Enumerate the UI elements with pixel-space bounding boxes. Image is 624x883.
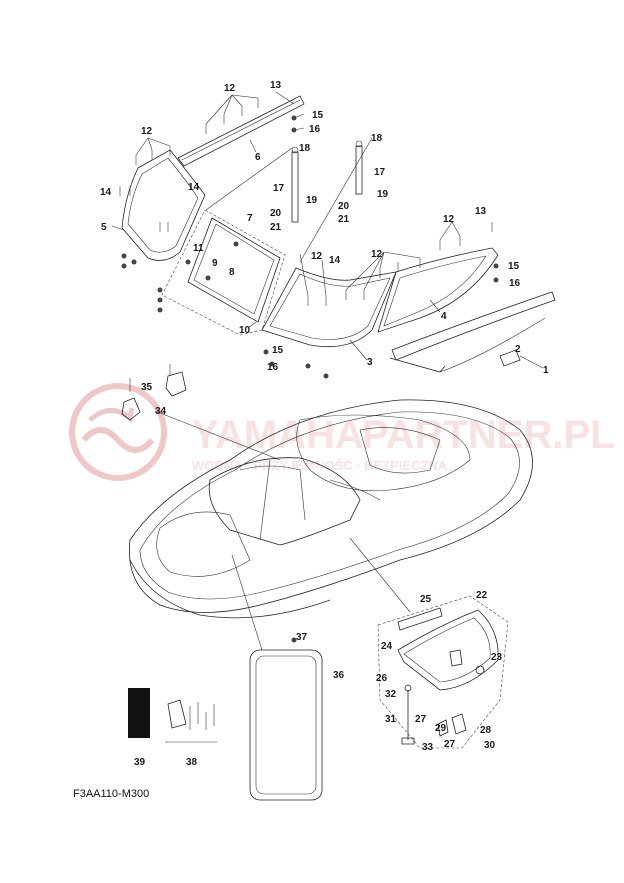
label-p20b: 20 xyxy=(338,201,350,212)
label-p4: 4 xyxy=(441,311,447,322)
label-p38: 38 xyxy=(186,757,198,768)
label-p12b: 12 xyxy=(141,126,153,137)
label-p12c: 12 xyxy=(311,251,323,262)
label-p25: 25 xyxy=(420,594,432,605)
fasteners xyxy=(119,98,499,643)
label-p13a: 13 xyxy=(270,80,282,91)
label-p39: 39 xyxy=(134,757,146,768)
part-31-32-stay xyxy=(401,684,467,745)
watermark-domain: PARTNER.PL xyxy=(362,413,615,457)
boat-hull xyxy=(128,399,533,619)
label-p10: 10 xyxy=(239,325,251,336)
label-p24: 24 xyxy=(381,641,393,652)
label-p5: 5 xyxy=(101,222,107,233)
label-p18b: 18 xyxy=(371,133,383,144)
label-p14c: 14 xyxy=(329,255,341,266)
part-3-front-glass xyxy=(261,267,397,348)
label-p20a: 20 xyxy=(270,208,282,219)
label-p2: 2 xyxy=(515,344,521,355)
label-p15b: 15 xyxy=(508,261,520,272)
label-p11: 11 xyxy=(193,243,204,254)
label-p36: 36 xyxy=(333,670,345,681)
label-p18a: 18 xyxy=(299,143,311,154)
label-p9: 9 xyxy=(212,258,218,269)
label-p6: 6 xyxy=(255,152,261,163)
label-p8: 8 xyxy=(229,267,235,278)
diagram-code: F3AA110-M300 xyxy=(73,788,150,800)
part-5-side-glass xyxy=(121,149,206,261)
label-p21a: 21 xyxy=(270,222,282,233)
label-p16b: 16 xyxy=(509,278,521,289)
label-p34: 34 xyxy=(155,406,167,417)
watermark-logo-icon xyxy=(69,383,167,481)
label-p12a: 12 xyxy=(224,83,236,94)
part-38-toolkit xyxy=(165,699,217,743)
part-4-side-glass xyxy=(377,247,499,333)
label-p33: 33 xyxy=(422,742,434,753)
label-p14a: 14 xyxy=(100,187,112,198)
label-p32: 32 xyxy=(385,689,397,700)
label-p12e: 12 xyxy=(443,214,455,225)
label-p27a: 27 xyxy=(415,714,427,725)
label-p17a: 17 xyxy=(273,183,285,194)
label-p31: 31 xyxy=(385,714,397,725)
label-p21b: 21 xyxy=(338,214,350,225)
label-p19b: 19 xyxy=(377,189,389,200)
label-p3: 3 xyxy=(367,357,373,368)
label-p30: 30 xyxy=(484,740,496,751)
label-p23: 23 xyxy=(491,652,503,663)
label-p15c: 15 xyxy=(272,345,284,356)
support-posts xyxy=(291,140,363,223)
label-p22: 22 xyxy=(476,590,488,601)
part-36-seal xyxy=(231,537,411,801)
label-p26: 26 xyxy=(376,673,388,684)
label-p17b: 17 xyxy=(374,167,386,178)
watermark: YAMAHA PARTNER.PL WODNA · PRZYJEMNOŚĆ · … xyxy=(69,383,615,481)
label-p27b: 27 xyxy=(444,739,456,750)
watermark-logo-wave-icon xyxy=(81,427,155,453)
label-p16c: 16 xyxy=(267,362,279,373)
label-p13b: 13 xyxy=(475,206,487,217)
label-p29: 29 xyxy=(435,723,447,734)
part-22-hatch xyxy=(377,595,509,749)
label-p14b: 14 xyxy=(188,182,200,193)
part-34-35-brackets xyxy=(121,364,187,421)
part-7-center-glass xyxy=(161,209,286,336)
part-labels: 12 13 15 16 6 12 18 18 14 14 17 17 19 19… xyxy=(100,80,549,768)
label-p37: 37 xyxy=(296,632,308,643)
label-p12d: 12 xyxy=(371,249,383,260)
label-p28: 28 xyxy=(480,725,492,736)
label-p7: 7 xyxy=(247,213,253,224)
label-p19a: 19 xyxy=(306,195,318,206)
leader-lines xyxy=(111,91,544,461)
part-1-trim-strip xyxy=(389,291,556,373)
part-39-block xyxy=(128,688,150,738)
label-p1: 1 xyxy=(543,365,549,376)
watermark-brand: YAMAHA xyxy=(192,413,364,457)
label-p35: 35 xyxy=(141,382,153,393)
part-6-trim xyxy=(177,95,305,167)
watermark-tagline: WODNA · PRZYJEMNOŚĆ · BEZPIECZNA xyxy=(192,458,448,473)
label-p16a: 16 xyxy=(309,124,321,135)
label-p15a: 15 xyxy=(312,110,324,121)
